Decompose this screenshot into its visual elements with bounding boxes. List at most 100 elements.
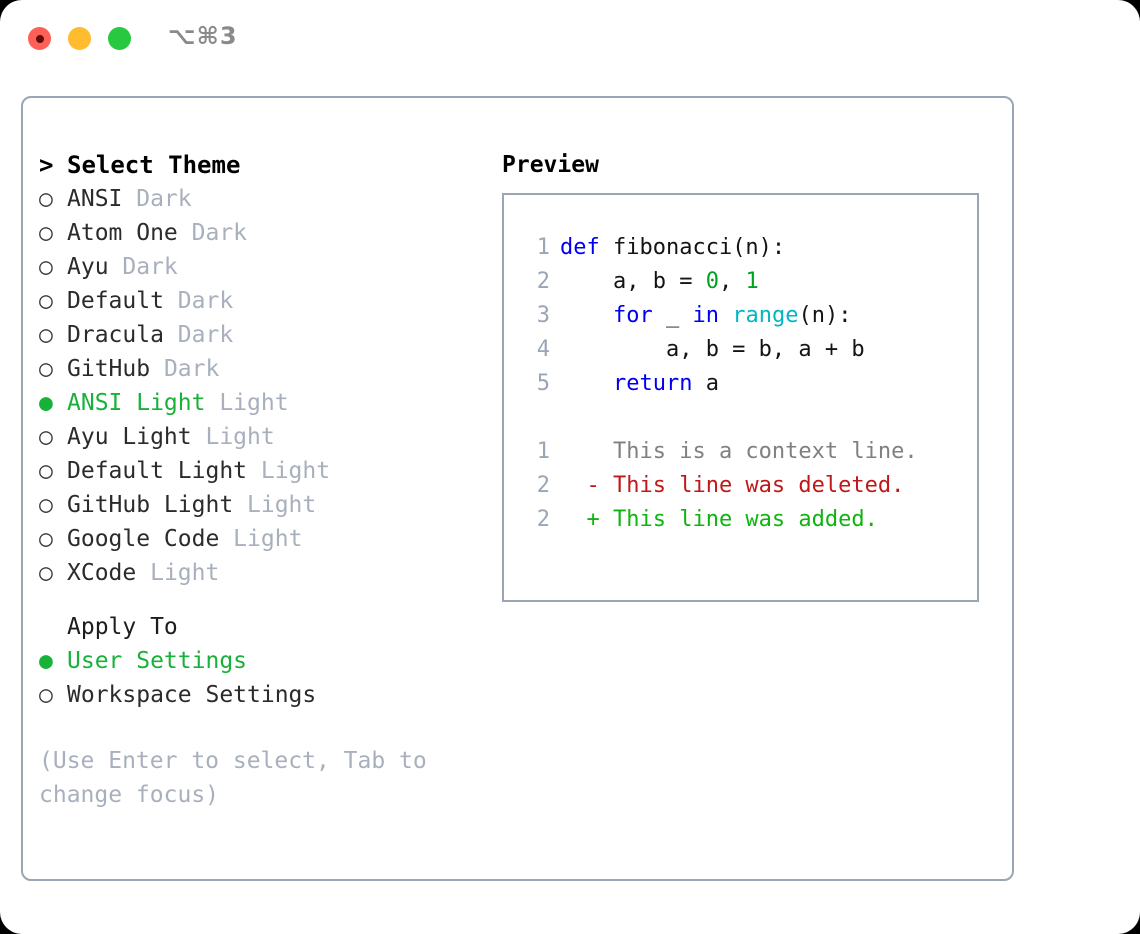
content-panel: > Select Theme ○ ANSI Dark ○ Atom One Dark ○ A… (21, 96, 1014, 881)
theme-variant-badge: Light (191, 424, 275, 450)
code-token: a (692, 371, 719, 396)
theme-name: Ayu (67, 254, 109, 280)
radio-unselected-icon: ○ (39, 492, 53, 518)
code-token (719, 303, 732, 328)
theme-list-item[interactable]: ○ GitHub Light Light (39, 488, 479, 522)
radio-selected-icon: ● (39, 648, 53, 674)
line-number: 2 (536, 473, 550, 498)
radio-unselected-icon: ○ (39, 560, 53, 586)
code-token: , (718, 269, 746, 294)
apply-to-label: User Settings (67, 648, 248, 674)
radio-unselected-icon: ○ (39, 458, 53, 484)
theme-list-item[interactable]: ○ Ayu Dark (39, 250, 479, 284)
diff-line: 1 This is a context line. (504, 435, 977, 469)
theme-variant-badge: Light (247, 458, 331, 484)
theme-name: ANSI (67, 186, 123, 212)
diff-line-text: + This line was added. (560, 507, 878, 532)
header-caret-icon: > (39, 151, 54, 179)
theme-name: GitHub Light (67, 492, 234, 518)
line-number: 1 (536, 439, 550, 464)
theme-name: Ayu Light (67, 424, 192, 450)
code-token: range (732, 303, 799, 328)
theme-list-item[interactable]: ○ ANSI Dark (39, 182, 479, 216)
code-token: fibonacci(n): (612, 235, 786, 260)
code-line: 5 return a (504, 367, 977, 401)
theme-list: ○ ANSI Dark ○ Atom One Dark ○ Ayu Dark ○ Defaul… (39, 182, 479, 590)
theme-variant-badge: Dark (122, 186, 192, 212)
apply-to-section: Apply To ●User Settings○Workspace Settin… (39, 610, 479, 712)
theme-variant-badge: Dark (177, 220, 248, 246)
preview-title: Preview (502, 152, 599, 178)
code-token: a, b = (560, 269, 706, 294)
diff-line-text: This is a context line. (560, 439, 918, 464)
code-line: 3 for _ in range(n): (504, 299, 977, 333)
code-token: 0 (705, 269, 719, 294)
theme-list-item[interactable]: ○ Atom One Dark (39, 216, 479, 250)
theme-variant-badge: Light (233, 492, 317, 518)
select-theme-label: Select Theme (67, 151, 241, 179)
diff-line: 2 + This line was added. (504, 503, 977, 537)
radio-unselected-icon: ○ (39, 288, 53, 314)
theme-list-item[interactable]: ● ANSI Light Light (39, 386, 479, 420)
radio-unselected-icon: ○ (39, 356, 53, 382)
apply-to-item[interactable]: ○Workspace Settings (39, 678, 479, 712)
theme-name: Atom One (67, 220, 178, 246)
theme-list-item[interactable]: ○Google Code Light (39, 522, 479, 556)
line-number: 1 (536, 235, 550, 260)
theme-name: GitHub (67, 356, 151, 382)
apply-to-list: ● User Settings ○Workspace Settings (39, 644, 479, 712)
radio-unselected-icon: ○ (39, 322, 53, 348)
code-sample: 1 def fibonacci(n): 2 a, b = 0, 1 3 for _ i… (504, 231, 977, 401)
diff-line-text: - This line was deleted. (560, 473, 905, 498)
line-number: 5 (536, 371, 550, 396)
radio-unselected-icon: ○ (39, 424, 53, 450)
preview-column: Preview 1 def fibonacci(n): 2 a, b = 0, 1 3… (502, 148, 992, 602)
line-number: 3 (536, 303, 550, 328)
preview-code-box: 1 def fibonacci(n): 2 a, b = 0, 1 3 for _ i… (502, 193, 979, 602)
theme-name: Default Light (67, 458, 248, 484)
apply-to-label: Workspace Settings (67, 682, 317, 708)
theme-variant-badge: Dark (150, 356, 220, 382)
theme-variant-badge: Light (205, 390, 289, 416)
theme-name: XCode (67, 560, 137, 586)
theme-variant-badge: Light (219, 526, 303, 552)
theme-list-item[interactable]: ○ Default Light Light (39, 454, 479, 488)
code-token (560, 303, 613, 328)
theme-name: Google Code (67, 526, 220, 552)
line-number: 2 (536, 269, 550, 294)
radio-unselected-icon: ○ (39, 220, 53, 246)
theme-picker-column: > Select Theme ○ ANSI Dark ○ Atom One Dark ○ A… (39, 148, 479, 812)
theme-variant-badge: Dark (163, 322, 234, 348)
maximize-button[interactable] (108, 27, 131, 50)
title-bar: ⌥⌘3 (0, 0, 1140, 78)
diff-line: 2 - This line was deleted. (504, 469, 977, 503)
theme-list-item[interactable]: ○ XCode Light (39, 556, 479, 590)
radio-unselected-icon: ○ (39, 254, 53, 280)
theme-list-item[interactable]: ○ Ayu Light Light (39, 420, 479, 454)
select-theme-header: > Select Theme (39, 148, 479, 182)
apply-to-item[interactable]: ● User Settings (39, 644, 479, 678)
theme-list-item[interactable]: ○ GitHub Dark (39, 352, 479, 386)
minimize-button[interactable] (68, 27, 91, 50)
close-button[interactable] (28, 27, 51, 50)
theme-variant-badge: Light (136, 560, 220, 586)
code-token: return (612, 371, 693, 396)
radio-unselected-icon: ○ (39, 186, 53, 212)
theme-name: Default (67, 288, 164, 314)
theme-list-item[interactable]: ○Default Dark (39, 284, 479, 318)
theme-variant-badge: Dark (108, 254, 178, 280)
code-token: def (560, 235, 613, 260)
theme-name: ANSI Light (67, 390, 206, 416)
line-number: 4 (536, 337, 550, 362)
code-token: (n): (798, 303, 852, 328)
theme-list-item[interactable]: ○ Dracula Dark (39, 318, 479, 352)
keyboard-shortcut-label: ⌥⌘3 (168, 22, 238, 50)
radio-selected-icon: ● (39, 390, 53, 416)
code-token: _ (652, 303, 693, 328)
theme-name: Dracula (67, 322, 164, 348)
diff-sample: 1 This is a context line.2 - This line w… (504, 435, 977, 537)
code-token: in (692, 303, 719, 328)
code-token: 1 (745, 269, 759, 294)
line-number: 2 (536, 507, 550, 532)
